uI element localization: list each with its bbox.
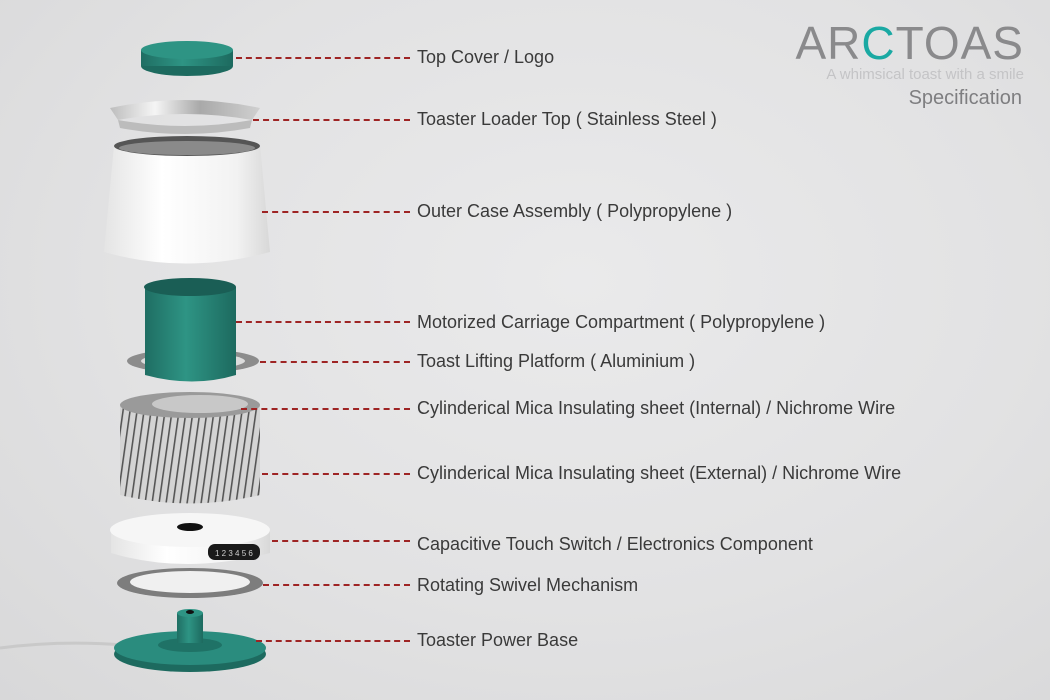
leader-line-mica-external	[262, 473, 410, 475]
brand-header: ARCTOAS A whimsical toast with a smile S…	[795, 18, 1024, 110]
touch-switch-part: 1 2 3 4 5 6	[110, 513, 270, 564]
brand-tagline: A whimsical toast with a smile	[826, 66, 1024, 83]
label-carriage-compartment: Motorized Carriage Compartment ( Polypro…	[417, 312, 826, 332]
logo-prefix: AR	[795, 17, 862, 69]
leader-line-loader-top	[253, 119, 410, 121]
leader-line-lifting-platform	[260, 361, 410, 363]
carriage-compartment-part	[127, 278, 259, 382]
label-mica-external: Cylinderical Mica Insulating sheet (Exte…	[417, 463, 902, 483]
label-lifting-platform: Toast Lifting Platform ( Aluminium )	[417, 351, 696, 371]
leader-line-power-base	[256, 640, 410, 642]
power-base-part	[0, 609, 266, 672]
leader-line-swivel	[263, 584, 410, 586]
label-loader-top: Toaster Loader Top ( Stainless Steel )	[417, 109, 717, 129]
exploded-view-illustration: 1 2 3 4 5 6	[0, 41, 270, 672]
label-outer-case: Outer Case Assembly ( Polypropylene )	[417, 201, 733, 221]
label-mica-internal: Cylinderical Mica Insulating sheet (Inte…	[417, 398, 896, 418]
top-cover-part	[141, 41, 233, 76]
outer-case-part	[104, 136, 270, 264]
logo-suffix: TOAS	[895, 17, 1024, 69]
mica-cylinder-part	[120, 392, 260, 504]
svg-text:1 2 3 4 5 6: 1 2 3 4 5 6	[215, 549, 253, 558]
label-power-base: Toaster Power Base	[417, 630, 579, 650]
label-top-cover: Top Cover / Logo	[417, 47, 555, 67]
logo-accent-c: C	[861, 17, 896, 69]
leader-line-mica-internal	[241, 408, 410, 410]
leader-line-touch-switch	[272, 540, 410, 542]
loader-top-part	[110, 100, 260, 134]
leader-line-carriage	[236, 321, 410, 323]
label-swivel: Rotating Swivel Mechanism	[417, 575, 639, 595]
leader-line-top-cover	[236, 57, 410, 59]
swivel-ring-part	[117, 568, 263, 598]
label-touch-switch: Capacitive Touch Switch / Electronics Co…	[417, 534, 813, 554]
leader-line-outer-case	[262, 211, 410, 213]
brand-logo: ARCTOAS	[795, 18, 1024, 68]
page-subtitle: Specification	[908, 87, 1022, 109]
